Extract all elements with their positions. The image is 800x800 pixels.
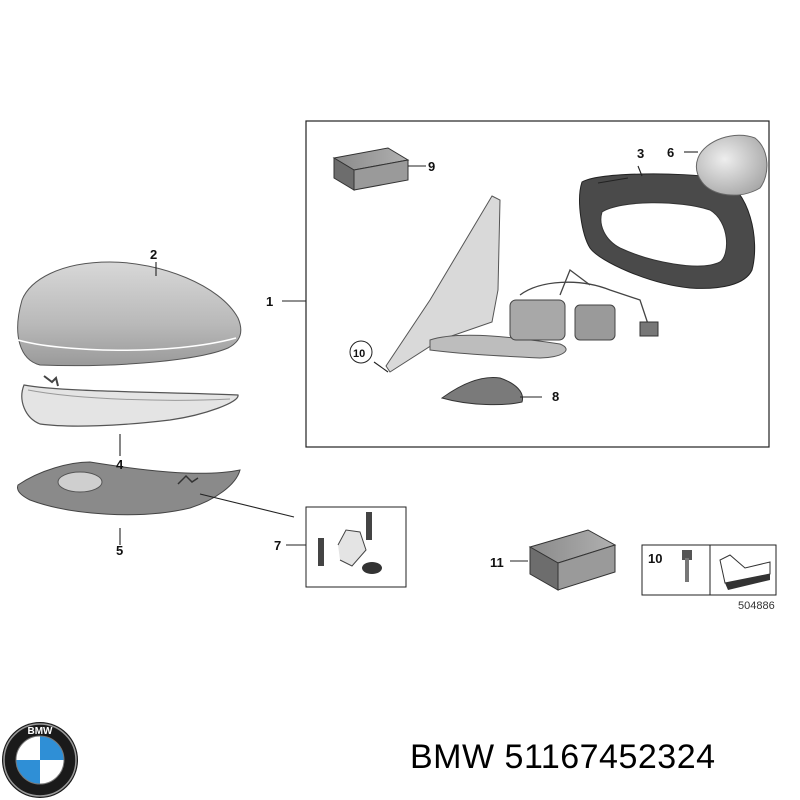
callout-4: 4 [116, 457, 124, 472]
direction-arrow-icon [719, 554, 771, 590]
callout-8: 8 [552, 389, 559, 404]
callout-10-box: 10 [648, 551, 662, 566]
callout-6: 6 [667, 145, 674, 160]
callout-5: 5 [116, 543, 123, 558]
part-mirror-glass[interactable] [695, 134, 768, 196]
part-lower-cover[interactable] [17, 461, 241, 516]
callout-10-circle [349, 340, 373, 364]
callout-10: 10 [353, 348, 365, 360]
part-box-11[interactable] [528, 529, 617, 591]
callout-1: 1 [266, 294, 273, 309]
part-mirror-frame[interactable] [579, 173, 756, 289]
callout-11: 11 [490, 555, 504, 570]
part-kit-7[interactable] [305, 506, 407, 588]
part-number-label: BMW 51167452324 [410, 738, 716, 776]
callout-9: 9 [428, 159, 435, 174]
part-mirror-foot[interactable] [440, 376, 524, 406]
part-mirror-cap[interactable] [17, 261, 242, 367]
callout-7: 7 [274, 538, 281, 553]
mirror-motor [509, 268, 659, 341]
leader-lines [119, 151, 698, 562]
part-box-9[interactable] [332, 147, 410, 191]
callout-2: 2 [150, 247, 157, 262]
assembly-frame [305, 120, 770, 448]
bmw-logo-text: BMW [28, 726, 54, 737]
part-screw-10[interactable] [641, 544, 777, 596]
bmw-logo: BMW [2, 722, 78, 798]
diagram-number: 504886 [738, 600, 775, 612]
part-mirror-base[interactable] [385, 195, 659, 373]
part-turn-signal[interactable] [21, 375, 239, 427]
callout-3: 3 [637, 146, 644, 161]
